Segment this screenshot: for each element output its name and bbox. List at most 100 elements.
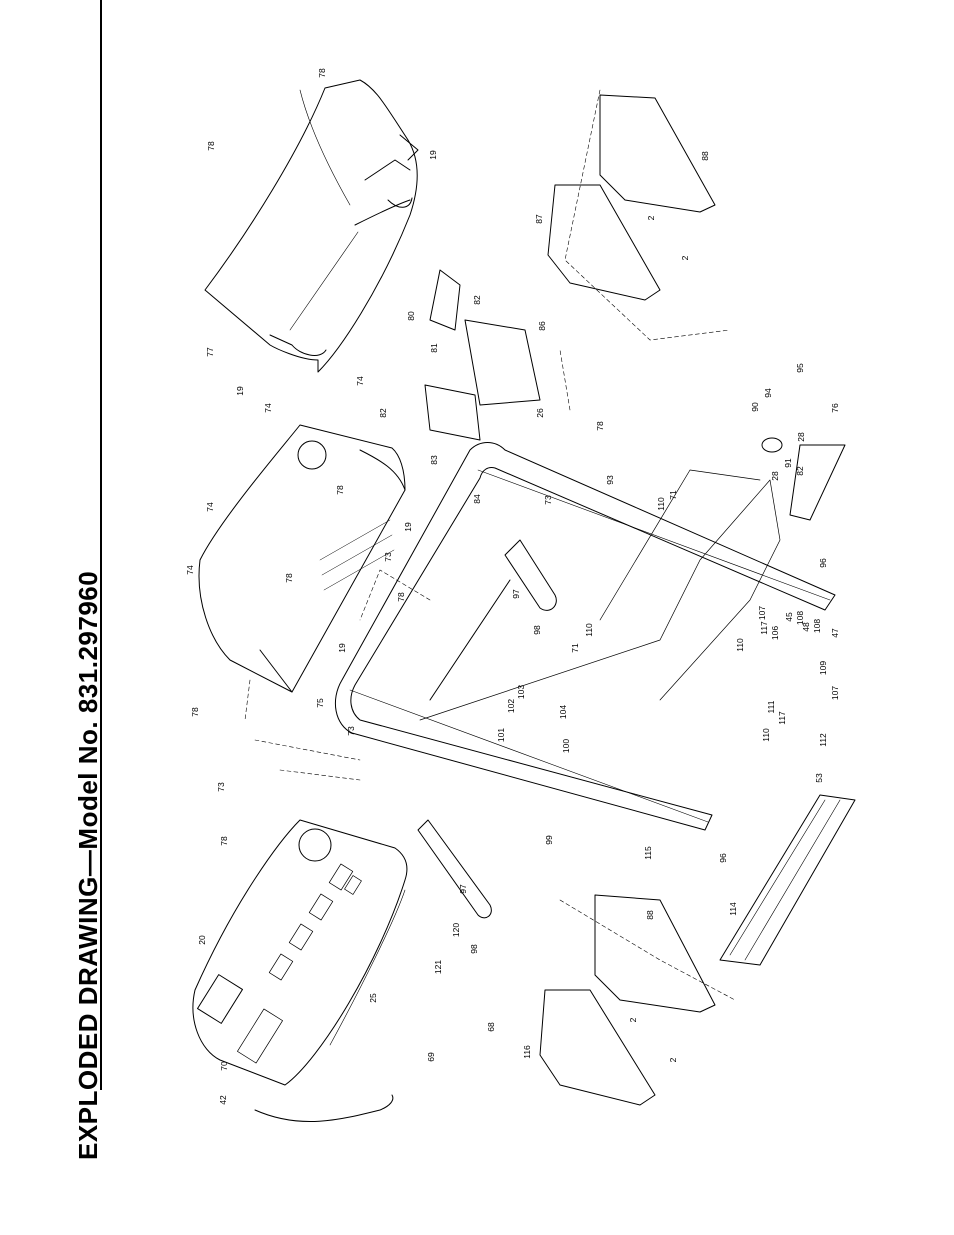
part-label-lbl-53: 53 xyxy=(814,773,824,783)
part-label-lbl-74-c: 74 xyxy=(205,502,215,512)
part-label-lbl-108-b: 108 xyxy=(812,619,822,633)
part-label-lbl-106: 106 xyxy=(770,626,780,640)
part-label-lbl-116: 116 xyxy=(522,1045,532,1059)
part-label-lbl-97-b: 97 xyxy=(511,589,521,599)
part-label-lbl-19-b: 19 xyxy=(403,522,413,532)
part-label-lbl-84: 84 xyxy=(472,494,482,504)
part-label-lbl-42: 42 xyxy=(218,1095,228,1105)
part-label-lbl-74-a: 74 xyxy=(263,403,273,413)
part-label-lbl-101: 101 xyxy=(496,728,506,742)
part-label-lbl-20: 20 xyxy=(197,935,207,945)
part-label-lbl-83: 83 xyxy=(429,455,439,465)
title-rule xyxy=(100,0,102,1090)
part-label-lbl-102: 102 xyxy=(506,699,516,713)
part-label-lbl-86: 86 xyxy=(537,321,547,331)
part-label-lbl-100: 100 xyxy=(561,739,571,753)
part-label-lbl-78-c: 78 xyxy=(284,573,294,583)
part-label-lbl-73-b: 73 xyxy=(346,726,356,736)
console-20 xyxy=(192,819,408,1086)
part-label-lbl-76: 76 xyxy=(830,403,840,413)
part-label-lbl-81: 81 xyxy=(429,343,439,353)
deck-strip-114 xyxy=(719,794,856,966)
part-label-lbl-98-b: 98 xyxy=(532,625,542,635)
part-label-lbl-78-d: 78 xyxy=(396,592,406,602)
part-label-lbl-94: 94 xyxy=(763,388,773,398)
part-label-lbl-28-b: 28 xyxy=(770,471,780,481)
part-label-lbl-107-a: 107 xyxy=(757,606,767,620)
part-label-lbl-45: 45 xyxy=(784,612,794,622)
part-label-lbl-115: 115 xyxy=(643,846,653,860)
part-label-lbl-74-d: 74 xyxy=(185,565,195,575)
part-label-lbl-26: 26 xyxy=(535,408,545,418)
part-label-lbl-2-a: 2 xyxy=(628,1017,638,1022)
part-label-lbl-2-b: 2 xyxy=(668,1057,678,1062)
frame-96-115 xyxy=(334,442,836,831)
part-label-lbl-73-d: 73 xyxy=(543,495,553,505)
part-label-lbl-121: 121 xyxy=(433,960,443,974)
part-label-lbl-2-c: 2 xyxy=(646,215,656,220)
part-label-lbl-73-c: 73 xyxy=(216,782,226,792)
part-label-lbl-28-a: 28 xyxy=(796,432,806,442)
part-label-lbl-120: 120 xyxy=(451,923,461,937)
part-label-lbl-110-d: 110 xyxy=(761,728,771,742)
part-label-lbl-87: 87 xyxy=(534,214,544,224)
part-label-lbl-78-top: 78 xyxy=(317,68,327,78)
front-hood-75 xyxy=(198,424,406,693)
part-label-lbl-78-g: 78 xyxy=(595,421,605,431)
part-label-lbl-19-a: 19 xyxy=(235,386,245,396)
part-label-lbl-75: 75 xyxy=(315,698,325,708)
bracket-116 xyxy=(539,989,656,1106)
safety-key-42 xyxy=(254,1094,394,1123)
part-label-lbl-74-b: 74 xyxy=(355,376,365,386)
part-label-lbl-77: 77 xyxy=(205,347,215,357)
part-label-lbl-78-e: 78 xyxy=(190,707,200,717)
part-label-lbl-48: 48 xyxy=(801,622,811,632)
electronics xyxy=(424,269,541,441)
part-label-lbl-90: 90 xyxy=(750,402,760,412)
part-label-lbl-96-a: 96 xyxy=(718,853,728,863)
part-label-lbl-19-top: 19 xyxy=(428,150,438,160)
part-label-lbl-73-a: 73 xyxy=(383,552,393,562)
part-label-lbl-2-d: 2 xyxy=(680,255,690,260)
part-label-lbl-99: 99 xyxy=(544,835,554,845)
leader-lines xyxy=(244,89,736,1001)
part-label-lbl-110-b: 110 xyxy=(656,497,666,511)
bracket-87 xyxy=(547,184,661,301)
part-label-lbl-117-a: 117 xyxy=(759,621,769,635)
part-label-lbl-25: 25 xyxy=(368,993,378,1003)
part-label-lbl-97-a: 97 xyxy=(458,884,468,894)
part-label-lbl-108-a: 108 xyxy=(795,611,805,625)
part-label-lbl-71-a: 71 xyxy=(570,643,580,653)
part-label-lbl-114: 114 xyxy=(728,902,738,916)
side-rail-88-bottom xyxy=(594,894,716,1013)
part-label-lbl-88-a: 88 xyxy=(645,910,655,920)
part-label-lbl-88-b: 88 xyxy=(700,151,710,161)
part-label-lbl-91: 91 xyxy=(783,458,793,468)
part-label-lbl-109: 109 xyxy=(818,661,828,675)
part-label-lbl-19-c: 19 xyxy=(337,643,347,653)
part-label-lbl-78-b: 78 xyxy=(335,485,345,495)
part-label-lbl-104: 104 xyxy=(558,705,568,719)
part-label-lbl-78-f: 78 xyxy=(219,836,229,846)
lift-motor-76 xyxy=(761,437,846,521)
part-label-lbl-68: 68 xyxy=(486,1022,496,1032)
part-label-lbl-103: 103 xyxy=(516,685,526,699)
part-labels: 78 19 78 77 19 74 74 74 74 78 78 78 73 19 19 75 78 73 73 78… xyxy=(185,68,840,1105)
part-label-lbl-82-b: 82 xyxy=(472,295,482,305)
part-label-lbl-70: 70 xyxy=(219,1061,229,1071)
side-rail-88-top xyxy=(599,94,716,213)
part-label-lbl-110-a: 110 xyxy=(584,623,594,637)
part-label-lbl-98-a: 98 xyxy=(469,944,479,954)
part-label-lbl-82-c: 82 xyxy=(795,466,805,476)
part-label-lbl-107-b: 107 xyxy=(830,686,840,700)
part-label-lbl-112: 112 xyxy=(818,733,828,747)
part-label-lbl-71-b: 71 xyxy=(668,490,678,500)
part-label-lbl-93: 93 xyxy=(605,475,615,485)
motor-hood-77 xyxy=(204,79,419,373)
part-label-lbl-117-b: 117 xyxy=(777,711,787,725)
part-label-lbl-69: 69 xyxy=(426,1052,436,1062)
part-label-lbl-95: 95 xyxy=(795,363,805,373)
part-label-lbl-96-b: 96 xyxy=(818,558,828,568)
part-label-lbl-78-a: 78 xyxy=(206,141,216,151)
